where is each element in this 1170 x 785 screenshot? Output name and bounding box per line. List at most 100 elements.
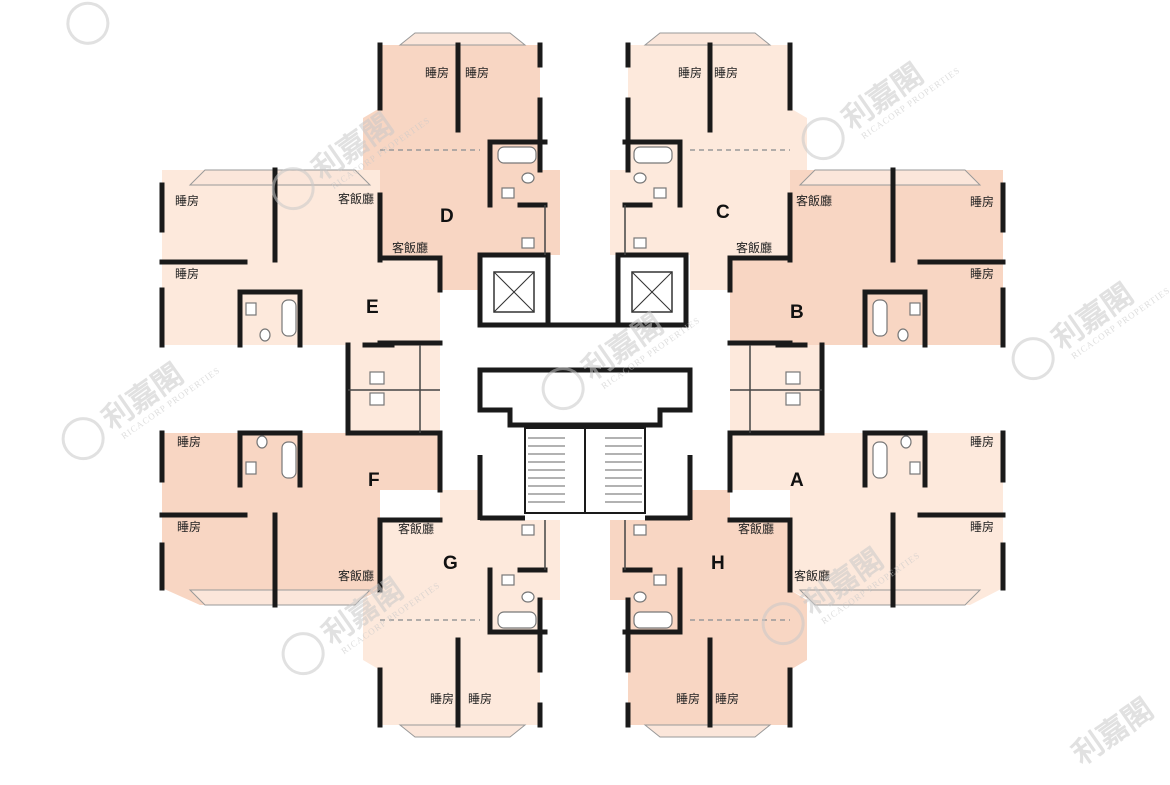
bedroom-label: 睡房 (430, 691, 454, 706)
lift-left-cross-2 (493, 271, 535, 313)
walls (159, 42, 1006, 728)
bedroom-label: 睡房 (468, 691, 492, 706)
watermark-logo-icon (271, 167, 315, 211)
unit-letters: A B C D E F G H (366, 202, 804, 574)
unit-b-area (730, 170, 1003, 345)
unit-fills (162, 32, 1003, 738)
bathtub-d (497, 146, 537, 164)
bedroom-label: 睡房 (465, 65, 489, 80)
unit-label-a: A (790, 470, 804, 491)
toilet-b (897, 328, 909, 342)
bedroom-label: 睡房 (970, 434, 994, 449)
living-dining-label: 客飯廳 (338, 568, 374, 583)
watermark-logo-icon (761, 602, 805, 646)
core-walls (477, 322, 693, 521)
thin-partitions (348, 149, 822, 621)
watermark-text: 利嘉閣 (1066, 692, 1160, 772)
living-dining-label: 客飯廳 (794, 568, 830, 583)
unit-b-service (730, 345, 822, 433)
basin-c (653, 187, 667, 199)
bedroom-label: 睡房 (177, 519, 201, 534)
basin-e (245, 302, 257, 316)
bedroom-label: 睡房 (714, 65, 738, 80)
living-dining-label: 客飯廳 (338, 191, 374, 206)
lobby-block (477, 367, 693, 428)
basin-g2 (521, 524, 535, 536)
bedroom-label: 睡房 (676, 691, 700, 706)
living-dining-label: 客飯廳 (738, 521, 774, 536)
bathtub-a (872, 441, 888, 479)
watermark-logo-icon (1011, 337, 1055, 381)
bay-window-f (188, 589, 372, 606)
bedroom-label: 睡房 (678, 65, 702, 80)
bedroom-label: 睡房 (177, 434, 201, 449)
watermark (66, 1, 110, 45)
unit-label-c: C (716, 202, 730, 223)
unit-label-e: E (366, 297, 379, 318)
bedroom-label: 睡房 (970, 266, 994, 281)
bay-window-d (398, 32, 527, 46)
living-dining-label: 客飯廳 (796, 193, 832, 208)
unit-label-h: H (711, 553, 725, 574)
unit-label-b: B (790, 302, 804, 323)
watermark: 利嘉閣 RICACORP PROPERTIES (1011, 277, 1170, 381)
basin-d (501, 187, 515, 199)
service-basin-b1 (785, 371, 801, 385)
basin-g (501, 574, 515, 586)
bedroom-label: 睡房 (175, 266, 199, 281)
watermark: 利嘉閣 RICACORP PROPERTIES (801, 57, 962, 161)
watermark-logo-icon (66, 1, 110, 45)
service-basin-b2 (785, 392, 801, 406)
bathtub-f (281, 441, 297, 479)
basin-b (909, 302, 921, 316)
bathtub-e (281, 299, 297, 337)
basin-h (653, 574, 667, 586)
unit-h-area (610, 490, 807, 725)
service-basin-e1 (369, 371, 385, 385)
basin-f (245, 461, 257, 475)
bedroom-label: 睡房 (715, 691, 739, 706)
lift-right (615, 252, 689, 328)
bedroom-label: 睡房 (970, 519, 994, 534)
bay-window-g (398, 724, 527, 738)
unit-label-f: F (368, 470, 380, 491)
toilet-c (633, 172, 647, 184)
bathtub-h (633, 611, 673, 629)
lift-right-cross-2 (631, 271, 673, 313)
toilet-f (256, 435, 268, 449)
living-dining-label: 客飯廳 (392, 240, 428, 255)
unit-e-service (348, 345, 440, 433)
bathtub-g (497, 611, 537, 629)
bedroom-label: 睡房 (970, 194, 994, 209)
watermark: 利嘉閣 (1066, 692, 1160, 772)
living-dining-label: 客飯廳 (398, 521, 434, 536)
unit-d-area (363, 45, 560, 290)
unit-f-area (162, 433, 440, 605)
unit-label-d: D (440, 206, 454, 227)
service-basin-e2 (369, 392, 385, 406)
lift-left-car (493, 271, 535, 313)
lift-left (477, 252, 551, 328)
toilet-h (633, 591, 647, 603)
bay-window-e (188, 169, 372, 186)
basin-d2 (521, 237, 535, 249)
lift-right-car (631, 271, 673, 313)
basin-a (909, 461, 921, 475)
toilet-d (521, 172, 535, 184)
living-dining-label: 客飯廳 (736, 240, 772, 255)
toilet-e (259, 328, 271, 342)
bathtub-b (872, 299, 888, 337)
central-core (440, 252, 730, 521)
stair-treads (528, 428, 642, 513)
unit-a-area (730, 433, 1003, 605)
watermark-logo-icon (801, 117, 845, 161)
watermark-logo-icon (281, 632, 325, 676)
watermark-logo-icon (541, 367, 585, 411)
basin-c2 (633, 237, 647, 249)
unit-label-g: G (443, 553, 458, 574)
bay-window-a (798, 589, 982, 606)
toilet-a (900, 435, 912, 449)
unit-e-area (162, 170, 440, 345)
bedroom-label: 睡房 (175, 193, 199, 208)
